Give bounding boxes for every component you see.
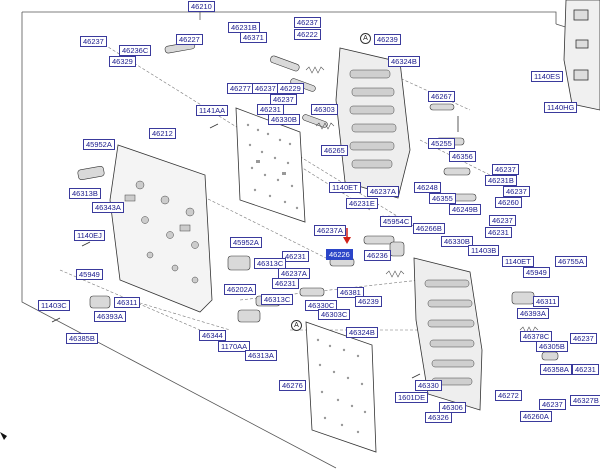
- part-label[interactable]: 46306: [439, 402, 466, 413]
- label-top-assembly[interactable]: 46210: [188, 1, 215, 12]
- part-label[interactable]: 1140ES: [531, 71, 564, 82]
- part-label[interactable]: 46755A: [555, 256, 587, 267]
- part-label[interactable]: 46326: [425, 412, 452, 423]
- reference-marker: A: [360, 33, 371, 44]
- part-label[interactable]: 45954C: [380, 216, 413, 227]
- part-label[interactable]: 46330B: [268, 114, 300, 125]
- valve-body-46212: [109, 144, 213, 313]
- part-label[interactable]: 46237: [492, 164, 519, 175]
- part-label[interactable]: 46358A: [540, 364, 572, 375]
- part-label[interactable]: 46329: [109, 56, 136, 67]
- part-label[interactable]: 46237: [294, 17, 321, 28]
- part-label[interactable]: 46313C: [254, 258, 287, 269]
- part-label[interactable]: 46393A: [94, 311, 126, 322]
- part-label[interactable]: 46393A: [517, 308, 549, 319]
- part-label[interactable]: 46227: [176, 34, 203, 45]
- part-label[interactable]: 46272: [495, 390, 522, 401]
- part-label[interactable]: 46237: [252, 83, 279, 94]
- housing-top-right: [563, 0, 600, 111]
- reference-marker: A: [291, 320, 302, 331]
- part-label[interactable]: 1140EJ: [74, 230, 105, 241]
- part-label[interactable]: 46311: [533, 296, 560, 307]
- part-label[interactable]: 46239: [374, 34, 401, 45]
- part-label[interactable]: 46231B: [485, 175, 517, 186]
- part-label[interactable]: 46260A: [520, 411, 552, 422]
- part-label[interactable]: 46385B: [66, 333, 98, 344]
- part-label[interactable]: 46202A: [224, 284, 256, 295]
- part-label[interactable]: 46237: [570, 333, 597, 344]
- part-label[interactable]: 46311: [114, 297, 141, 308]
- part-label[interactable]: 46237: [489, 215, 516, 226]
- separator-plate-46276: [305, 321, 377, 453]
- part-label[interactable]: 46305B: [536, 341, 568, 352]
- part-label[interactable]: 46356: [449, 151, 476, 162]
- part-label[interactable]: 46371: [240, 32, 267, 43]
- part-label[interactable]: 45949: [76, 269, 103, 280]
- part-label[interactable]: 46231: [282, 251, 309, 262]
- part-label[interactable]: 1140ET: [329, 182, 361, 193]
- part-label[interactable]: 46260: [495, 197, 522, 208]
- part-label[interactable]: 46231: [272, 278, 299, 289]
- part-label[interactable]: 46313B: [69, 188, 101, 199]
- part-label[interactable]: 46237A: [367, 186, 399, 197]
- part-label[interactable]: 46267: [428, 91, 455, 102]
- highlighted-part-label[interactable]: 46226: [326, 249, 353, 260]
- part-label[interactable]: 46236C: [119, 45, 152, 56]
- part-label[interactable]: 46343A: [92, 202, 124, 213]
- part-label[interactable]: 46236: [364, 250, 391, 261]
- part-label[interactable]: 1601DE: [395, 392, 429, 403]
- part-label[interactable]: 46229: [277, 83, 304, 94]
- part-label[interactable]: 46355: [429, 193, 456, 204]
- part-label[interactable]: 46237: [539, 399, 566, 410]
- part-label[interactable]: 46324B: [346, 327, 378, 338]
- part-label[interactable]: 45952A: [83, 139, 115, 150]
- part-label[interactable]: 46266B: [413, 223, 445, 234]
- part-label[interactable]: 45952A: [230, 237, 262, 248]
- part-label[interactable]: 46381: [337, 287, 364, 298]
- part-label[interactable]: 11403B: [468, 245, 500, 256]
- part-label[interactable]: 1170AA: [218, 341, 251, 352]
- part-label[interactable]: 46303C: [318, 309, 351, 320]
- part-label[interactable]: 46237A: [314, 225, 346, 236]
- part-label[interactable]: 46222: [294, 29, 321, 40]
- compass-icon: [0, 432, 7, 440]
- valve-body-46272: [413, 257, 483, 411]
- part-label[interactable]: 46313C: [261, 294, 294, 305]
- part-label[interactable]: 46344: [199, 330, 226, 341]
- part-label[interactable]: 46239: [355, 296, 382, 307]
- part-label[interactable]: 46212: [149, 128, 176, 139]
- part-label[interactable]: 46313A: [245, 350, 277, 361]
- part-label[interactable]: 46231: [485, 227, 512, 238]
- part-label[interactable]: 46248: [414, 182, 441, 193]
- highlight-arrow: [343, 228, 351, 244]
- part-label[interactable]: 46303: [311, 104, 338, 115]
- part-label[interactable]: 46231: [572, 364, 599, 375]
- part-label[interactable]: 46330B: [441, 236, 473, 247]
- part-label[interactable]: 46231E: [346, 198, 378, 209]
- part-label[interactable]: 46327B: [570, 395, 600, 406]
- part-label[interactable]: 46237: [80, 36, 107, 47]
- part-label[interactable]: 46265: [321, 145, 348, 156]
- part-label[interactable]: 46330: [415, 380, 442, 391]
- part-label[interactable]: 46249B: [449, 204, 481, 215]
- part-label[interactable]: 1140HG: [544, 102, 578, 113]
- part-label[interactable]: 1141AA: [196, 105, 229, 116]
- part-label[interactable]: 46324B: [388, 56, 420, 67]
- part-label[interactable]: 45949: [523, 267, 550, 278]
- part-label[interactable]: 46277: [227, 83, 254, 94]
- separator-plate-46265: [235, 107, 306, 223]
- part-label[interactable]: 46237: [503, 186, 530, 197]
- part-label[interactable]: 11403C: [38, 300, 70, 311]
- part-label[interactable]: 46276: [279, 380, 306, 391]
- valve-body-46239: [335, 47, 411, 199]
- part-label[interactable]: 45255: [428, 138, 455, 149]
- part-label[interactable]: 1140ET: [502, 256, 534, 267]
